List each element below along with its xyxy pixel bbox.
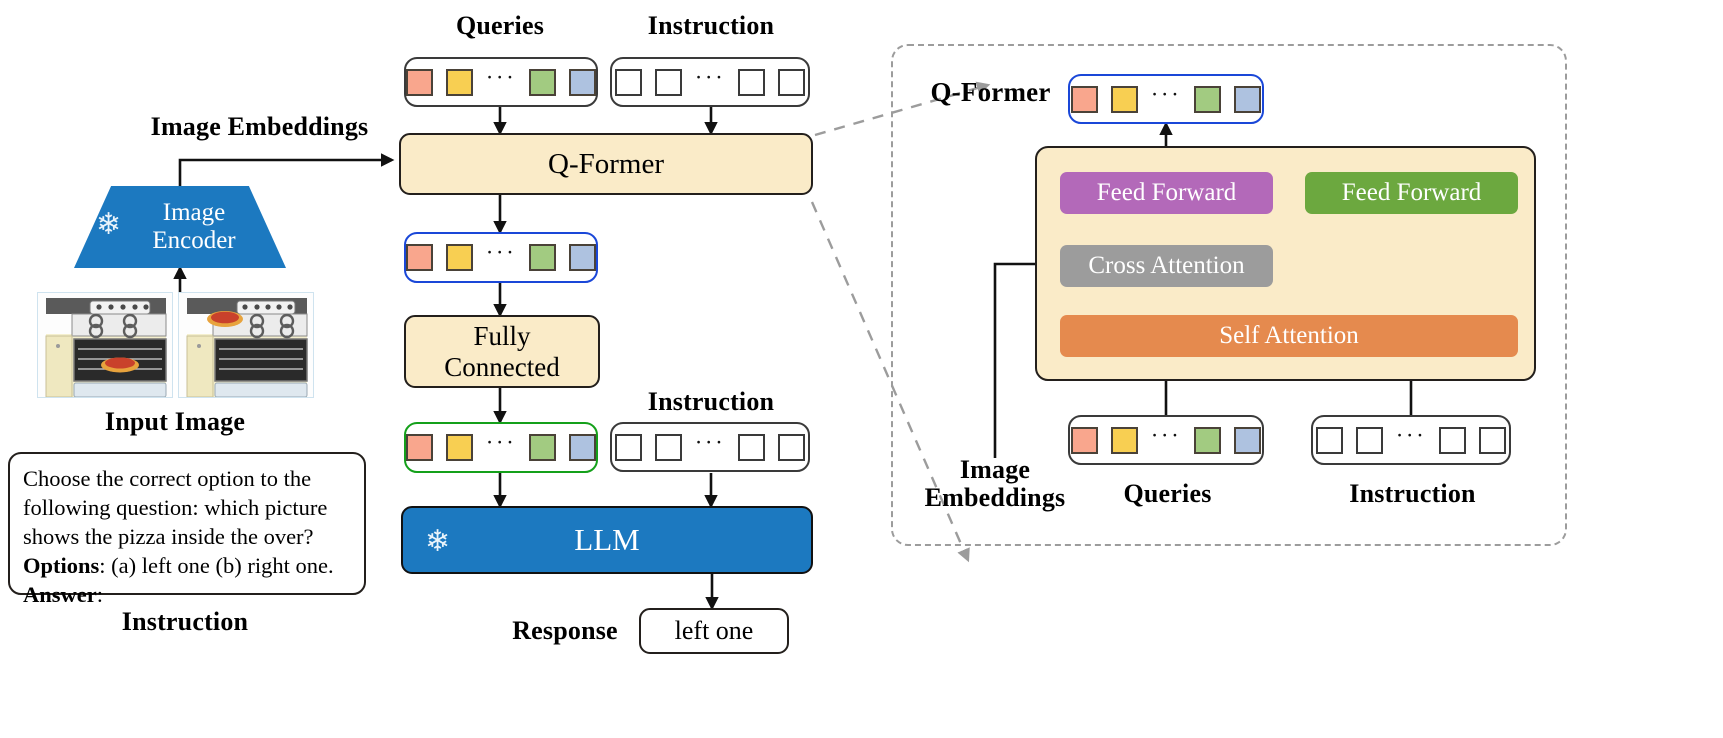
instruction-token-strip-top[interactable]: ··· bbox=[610, 57, 810, 107]
response-label: Response bbox=[512, 616, 618, 645]
llm-input-token-3 bbox=[529, 434, 557, 461]
instruction-token-1 bbox=[614, 68, 642, 96]
panel-output-token-strip[interactable]: ··· bbox=[1068, 74, 1264, 124]
feed-forward-query-block[interactable]: Feed Forward bbox=[1060, 172, 1273, 214]
ellipsis: ··· bbox=[485, 240, 517, 266]
instruction-token-4 bbox=[778, 433, 806, 461]
queries-label-center: Queries bbox=[455, 11, 545, 40]
answer-value: : bbox=[96, 581, 104, 607]
ellipsis: ··· bbox=[1150, 422, 1182, 448]
panel-instruction-label: Instruction bbox=[1349, 479, 1476, 508]
image-embeddings-label: Image Embeddings bbox=[150, 112, 369, 141]
ellipsis: ··· bbox=[1395, 422, 1427, 448]
output-token-1 bbox=[406, 244, 433, 271]
instruction-answer-line: Answer: bbox=[23, 581, 351, 610]
instruction-token-3 bbox=[738, 433, 766, 461]
instruction-token-1 bbox=[614, 433, 642, 461]
cross-attention-block[interactable]: Cross Attention bbox=[1060, 245, 1273, 287]
llm-input-token-1 bbox=[406, 434, 433, 461]
panel-queries-label: Queries bbox=[1123, 479, 1212, 508]
panel-image-embeddings-line-2: Embeddings bbox=[924, 483, 1066, 513]
options-key: Options bbox=[23, 552, 100, 578]
query-token-2 bbox=[1110, 426, 1138, 454]
output-token-4 bbox=[569, 244, 596, 271]
panel-queries-token-strip[interactable]: ··· bbox=[1068, 415, 1264, 465]
instruction-label-top: Instruction bbox=[647, 11, 775, 40]
instruction-token-2 bbox=[654, 68, 682, 96]
ellipsis: ··· bbox=[694, 429, 726, 455]
llm-label: LLM bbox=[574, 522, 640, 557]
queries-token-strip[interactable]: ··· bbox=[404, 57, 598, 107]
output-token-3 bbox=[529, 244, 557, 271]
instruction-token-3 bbox=[1439, 426, 1467, 454]
output-token-1 bbox=[1070, 85, 1098, 113]
answer-key: Answer bbox=[23, 581, 97, 607]
llm-input-token-strip[interactable]: ··· bbox=[404, 422, 598, 473]
llm-block[interactable]: ❄ LLM bbox=[401, 506, 813, 574]
self-attention-block[interactable]: Self Attention bbox=[1060, 315, 1518, 357]
instruction-line-1: Choose the correct option to the bbox=[23, 466, 312, 491]
qformer-detail-panel bbox=[891, 44, 1567, 546]
instruction-label-bottom: Instruction bbox=[647, 387, 775, 416]
query-token-3 bbox=[1194, 426, 1222, 454]
qformer-output-token-strip[interactable]: ··· bbox=[404, 232, 598, 283]
image-encoder-block[interactable]: ❄ Image Encoder bbox=[74, 186, 286, 268]
instruction-token-2 bbox=[1355, 426, 1383, 454]
instruction-textbox[interactable]: Choose the correct option to the followi… bbox=[8, 452, 366, 607]
query-token-2 bbox=[445, 68, 473, 96]
instruction-token-3 bbox=[738, 68, 766, 96]
output-token-2 bbox=[1110, 85, 1138, 113]
ellipsis: ··· bbox=[485, 64, 517, 90]
input-image-label: Input Image bbox=[104, 407, 246, 436]
input-image-left[interactable] bbox=[37, 292, 173, 398]
fully-connected-line-1: Fully bbox=[473, 321, 531, 352]
feed-forward-text-block[interactable]: Feed Forward bbox=[1305, 172, 1518, 214]
input-image-right[interactable] bbox=[178, 292, 314, 398]
llm-input-token-2 bbox=[445, 434, 473, 461]
panel-image-embeddings-label: Image Embeddings bbox=[905, 455, 1085, 513]
image-encoder-label: Image Encoder bbox=[152, 199, 236, 254]
instruction-token-4 bbox=[778, 68, 806, 96]
query-token-1 bbox=[406, 68, 433, 96]
ellipsis: ··· bbox=[694, 64, 726, 90]
panel-image-embeddings-line-1: Image bbox=[959, 455, 1031, 484]
snowflake-icon: ❄ bbox=[96, 208, 122, 241]
instruction-token-1 bbox=[1315, 426, 1343, 454]
ellipsis: ··· bbox=[1150, 81, 1182, 107]
qformer-block[interactable]: Q-Former bbox=[399, 133, 813, 195]
fully-connected-line-2: Connected bbox=[444, 351, 560, 382]
qformer-panel-title: Q-Former bbox=[930, 77, 1051, 107]
response-value-box[interactable]: left one bbox=[639, 608, 789, 654]
snowflake-icon: ❄ bbox=[425, 525, 451, 558]
query-token-1 bbox=[1070, 426, 1098, 454]
ellipsis: ··· bbox=[485, 430, 517, 456]
instruction-token-strip-bottom[interactable]: ··· bbox=[610, 422, 810, 472]
panel-instruction-token-strip[interactable]: ··· bbox=[1311, 415, 1511, 465]
query-token-4 bbox=[569, 68, 596, 96]
output-token-2 bbox=[445, 244, 473, 271]
query-token-3 bbox=[529, 68, 557, 96]
fully-connected-block[interactable]: Fully Connected bbox=[404, 315, 600, 388]
instruction-options-line: Options: (a) left one (b) right one. bbox=[23, 552, 351, 581]
instruction-line-2: following question: which picture bbox=[23, 494, 328, 520]
output-token-4 bbox=[1234, 85, 1262, 113]
instruction-token-2 bbox=[654, 433, 682, 461]
instruction-line-3: shows the pizza inside the over? bbox=[23, 523, 314, 549]
output-token-3 bbox=[1194, 85, 1222, 113]
options-value: : (a) left one (b) right one. bbox=[99, 552, 334, 578]
llm-input-token-4 bbox=[569, 434, 596, 461]
query-token-4 bbox=[1234, 426, 1262, 454]
instruction-caption-left: Instruction bbox=[121, 607, 249, 636]
instruction-token-4 bbox=[1479, 426, 1507, 454]
